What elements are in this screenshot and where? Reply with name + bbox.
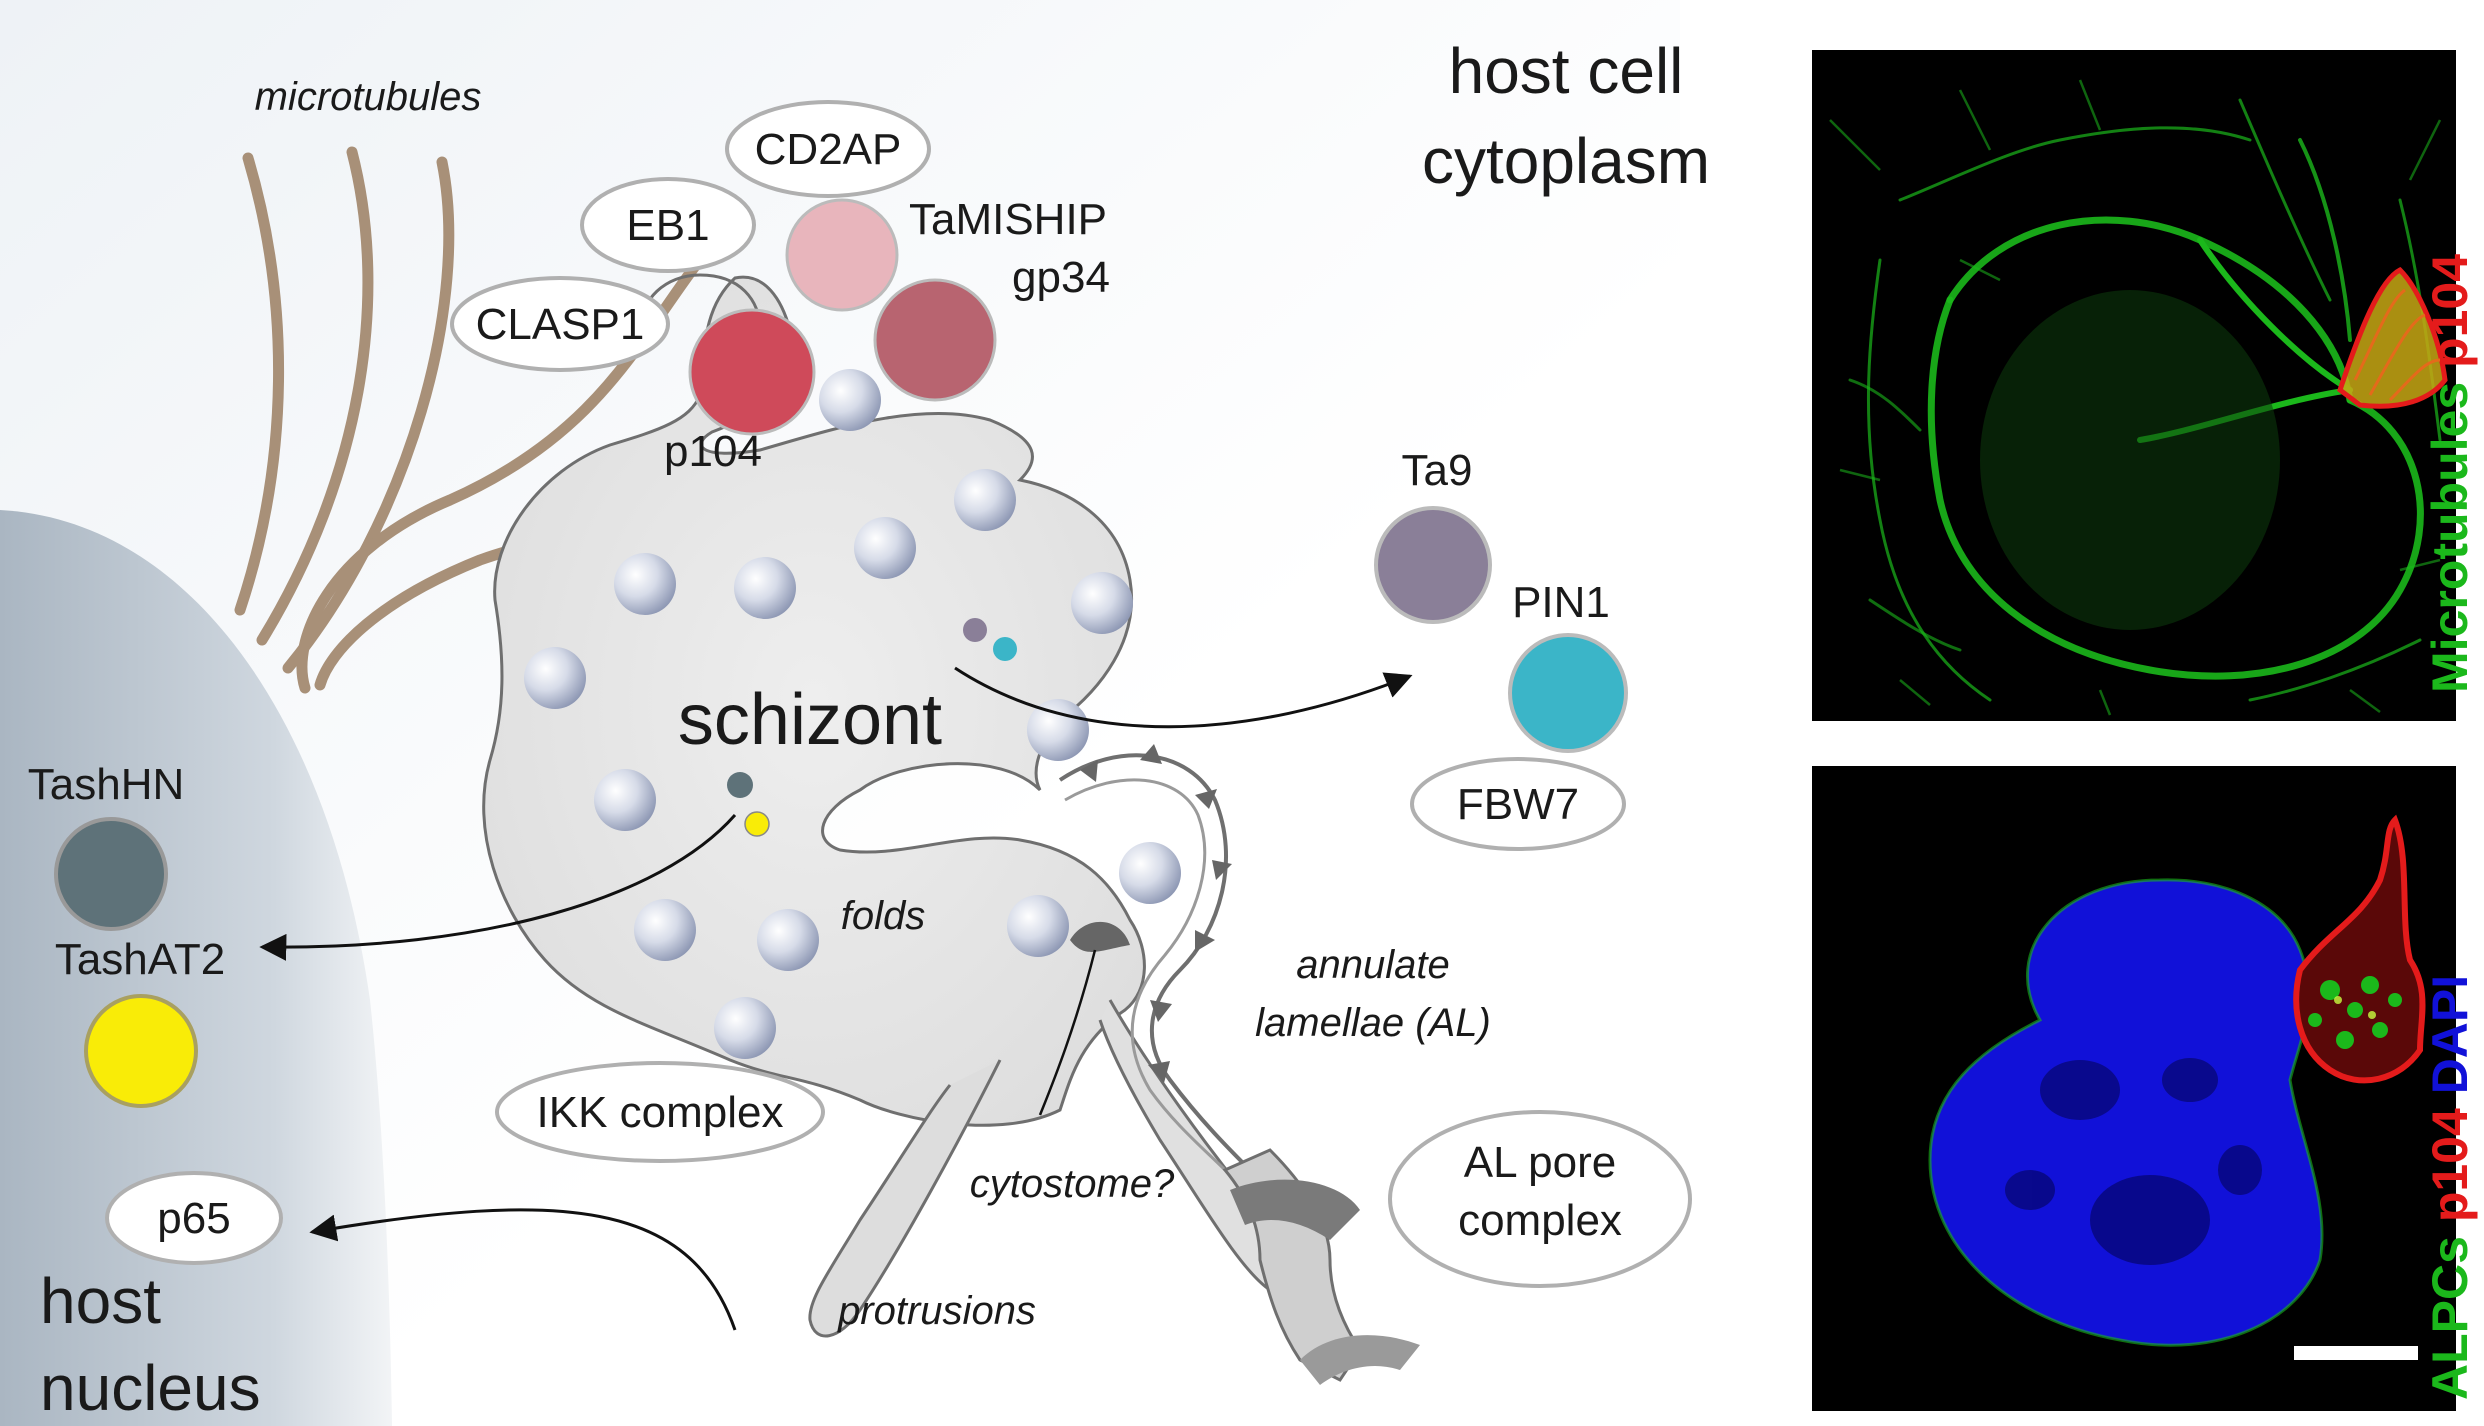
micrograph-bottom <box>1812 766 2456 1411</box>
al-pore-label-2: complex <box>1458 1196 1622 1245</box>
bottom-channel-labels: ALPCs p104 DAPI <box>2422 975 2478 1400</box>
label-p104-bottom: p104 <box>2422 1108 2478 1222</box>
clasp1-pill <box>450 276 670 372</box>
micrograph-top <box>1812 50 2456 721</box>
arrow-to-ta9-pin1 <box>954 666 1413 729</box>
scale-bar <box>2294 1346 2418 1360</box>
dapi-nucleus <box>1930 879 2323 1346</box>
ta9-circle <box>1374 506 1492 624</box>
tamiship-circle <box>785 198 899 312</box>
microtubules-label: microtubules <box>255 75 482 119</box>
pin1-label: PIN1 <box>1512 578 1610 627</box>
tashat2-dot <box>744 811 770 837</box>
eb1-pill <box>580 177 756 273</box>
protrusion-1 <box>808 1059 1002 1338</box>
cytostome-label: cytostome? <box>970 1162 1175 1206</box>
ta9-dot <box>963 618 987 642</box>
host-cell-label-1: host cell <box>1449 35 1684 107</box>
p65-label: p65 <box>157 1194 230 1243</box>
label-microtubules: Microtubules <box>2422 382 2478 693</box>
arrow-to-p65 <box>309 1208 737 1331</box>
folds-label: folds <box>841 894 926 938</box>
host-nucleus-label-2: nucleus <box>40 1352 261 1424</box>
p65-pill <box>105 1171 283 1265</box>
eb1-label: EB1 <box>626 201 709 250</box>
al-pore-label-1: AL pore <box>1464 1138 1616 1187</box>
tashhn-label: TashHN <box>28 760 185 809</box>
protrusions-label: protrusions <box>837 1289 1036 1333</box>
alpc-signal <box>2308 976 2402 1049</box>
label-p104-top: p104 <box>2422 254 2478 368</box>
arrow-to-nucleus <box>259 814 737 961</box>
pin1-dot <box>993 637 1017 661</box>
schizont-label: schizont <box>678 680 942 760</box>
ikk-label: IKK complex <box>537 1088 784 1137</box>
tashat2-circle <box>84 994 198 1108</box>
fbw7-pill <box>1410 757 1626 851</box>
p104-signal <box>2293 814 2426 1084</box>
tashat2-label: TashAT2 <box>55 935 225 984</box>
annulate-label-1: annulate <box>1296 943 1449 987</box>
host-nucleus-label-1: host <box>40 1265 161 1337</box>
tashhn-dot <box>727 772 753 798</box>
host-nucleus-shape <box>0 510 392 1426</box>
fbw7-label: FBW7 <box>1457 780 1579 829</box>
p104-circle <box>688 308 816 436</box>
cd2ap-label: CD2AP <box>755 125 902 174</box>
host-cell-label-2: cytoplasm <box>1422 125 1710 197</box>
gp34-label: gp34 <box>1012 253 1110 302</box>
tamiship-label: TaMISHIP <box>909 195 1107 244</box>
schizont-nuclei <box>524 369 1181 1059</box>
ta9-label: Ta9 <box>1402 446 1473 495</box>
clasp1-label: CLASP1 <box>476 300 645 349</box>
tashhn-circle <box>54 817 168 931</box>
ikk-pill <box>495 1061 825 1163</box>
label-alpcs: ALPCs <box>2422 1236 2478 1400</box>
cytostome-shape <box>1070 921 1130 952</box>
annulate-pores <box>1080 744 1232 1083</box>
gp34-circle <box>873 278 997 402</box>
top-channel-labels: Microtubules p104 <box>2422 254 2478 693</box>
label-dapi: DAPI <box>2422 975 2478 1094</box>
cd2ap-pill <box>725 100 931 198</box>
annulate-label-2: lamellae (AL) <box>1255 1001 1491 1045</box>
p104-label: p104 <box>664 427 762 476</box>
al-pore-pill <box>1388 1110 1692 1288</box>
pin1-circle <box>1508 633 1628 753</box>
